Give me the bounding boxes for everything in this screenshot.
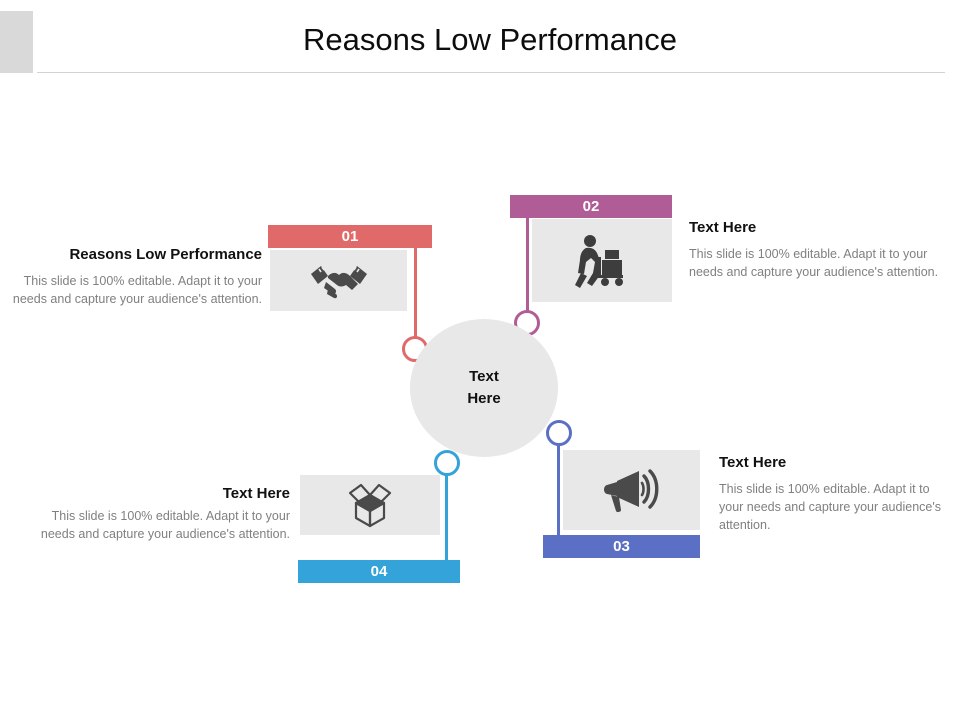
megaphone-icon — [601, 467, 663, 513]
card-01-body: This slide is 100% editable. Adapt it to… — [12, 274, 262, 306]
handshake-icon — [308, 260, 370, 302]
card-04-body: This slide is 100% editable. Adapt it to… — [40, 509, 290, 541]
title-divider — [37, 72, 945, 73]
card-04-node[interactable] — [434, 450, 460, 476]
card-01-icon-box — [270, 250, 407, 311]
card-02-number: 02 — [582, 198, 600, 215]
card-01-heading: Reasons Low Performance — [69, 246, 262, 263]
center-hub-line1: Text — [469, 368, 499, 386]
open-box-icon — [342, 480, 398, 530]
card-02-heading: Text Here — [689, 219, 757, 236]
worker-handtruck-icon — [573, 233, 631, 289]
card-02-number-bar: 02 — [510, 195, 672, 218]
center-hub[interactable]: Text Here — [410, 319, 558, 457]
center-hub-line2: Here — [467, 390, 501, 407]
card-04-number: 04 — [370, 563, 388, 580]
card-03-number: 03 — [613, 538, 630, 555]
card-04-heading: Text Here — [222, 485, 290, 502]
card-03-icon-box — [563, 450, 700, 530]
card-03-connector — [557, 440, 560, 542]
card-03-heading: Text Here — [719, 454, 787, 471]
card-02-connector — [526, 212, 529, 317]
card-01-number-bar: 01 — [268, 225, 432, 248]
card-02-body: This slide is 100% editable. Adapt it to… — [689, 247, 939, 279]
card-03-number-bar: 03 — [543, 535, 700, 558]
card-04-icon-box — [300, 475, 440, 535]
card-01-number: 01 — [341, 228, 359, 245]
card-02-icon-box — [532, 219, 672, 302]
card-01-connector — [414, 240, 417, 340]
center-hub-label: Text Here — [467, 366, 500, 410]
card-03-node[interactable] — [546, 420, 572, 446]
card-04-connector — [445, 468, 448, 572]
page-title: Reasons Low Performance — [303, 22, 677, 57]
card-03-body: This slide is 100% editable. Adapt it to… — [719, 482, 941, 532]
card-04-number-bar: 04 — [298, 560, 460, 583]
title-accent-bar — [0, 11, 33, 73]
